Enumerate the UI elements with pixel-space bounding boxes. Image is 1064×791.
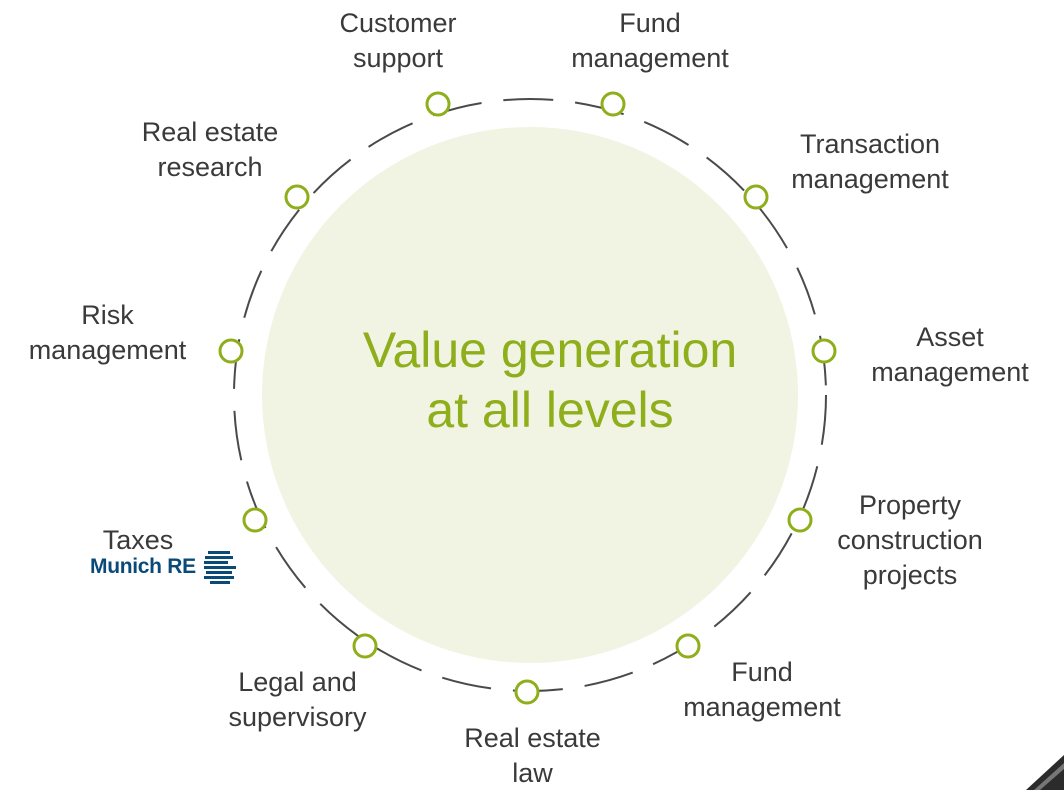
node-marker [600, 91, 626, 117]
label-property-construction: Property construction projects [837, 490, 983, 590]
label-taxes: Taxes [102, 525, 174, 555]
node-marker [743, 184, 769, 210]
munich-re-logo: Munich RE [90, 547, 238, 587]
label-real-estate-research: Real estate research [141, 117, 279, 182]
label-risk-management: Risk management [28, 300, 187, 365]
node-marker [787, 507, 813, 533]
node-marker [811, 338, 837, 364]
node-marker [242, 507, 268, 533]
center-title: Value generation at all levels [362, 322, 738, 438]
label-fund-management-bottom: Fund management [683, 657, 841, 722]
munich-re-mark-icon [203, 551, 236, 584]
label-asset-management: Asset management [871, 322, 1029, 387]
label-real-estate-law: Real estate law [464, 723, 601, 788]
label-customer-support: Customer support [339, 8, 457, 73]
label-legal-supervisory: Legal and supervisory [228, 667, 367, 732]
node-marker [425, 91, 451, 117]
node-marker [514, 679, 540, 705]
node-marker [352, 633, 378, 659]
node-marker [675, 633, 701, 659]
center-circle [262, 127, 798, 663]
logo-text: Munich RE [90, 555, 196, 578]
node-marker [284, 184, 310, 210]
label-fund-management-top: Fund management [571, 8, 729, 73]
corner-decoration [1026, 755, 1064, 790]
node-marker [218, 338, 244, 364]
label-transaction-management: Transaction management [791, 129, 949, 194]
